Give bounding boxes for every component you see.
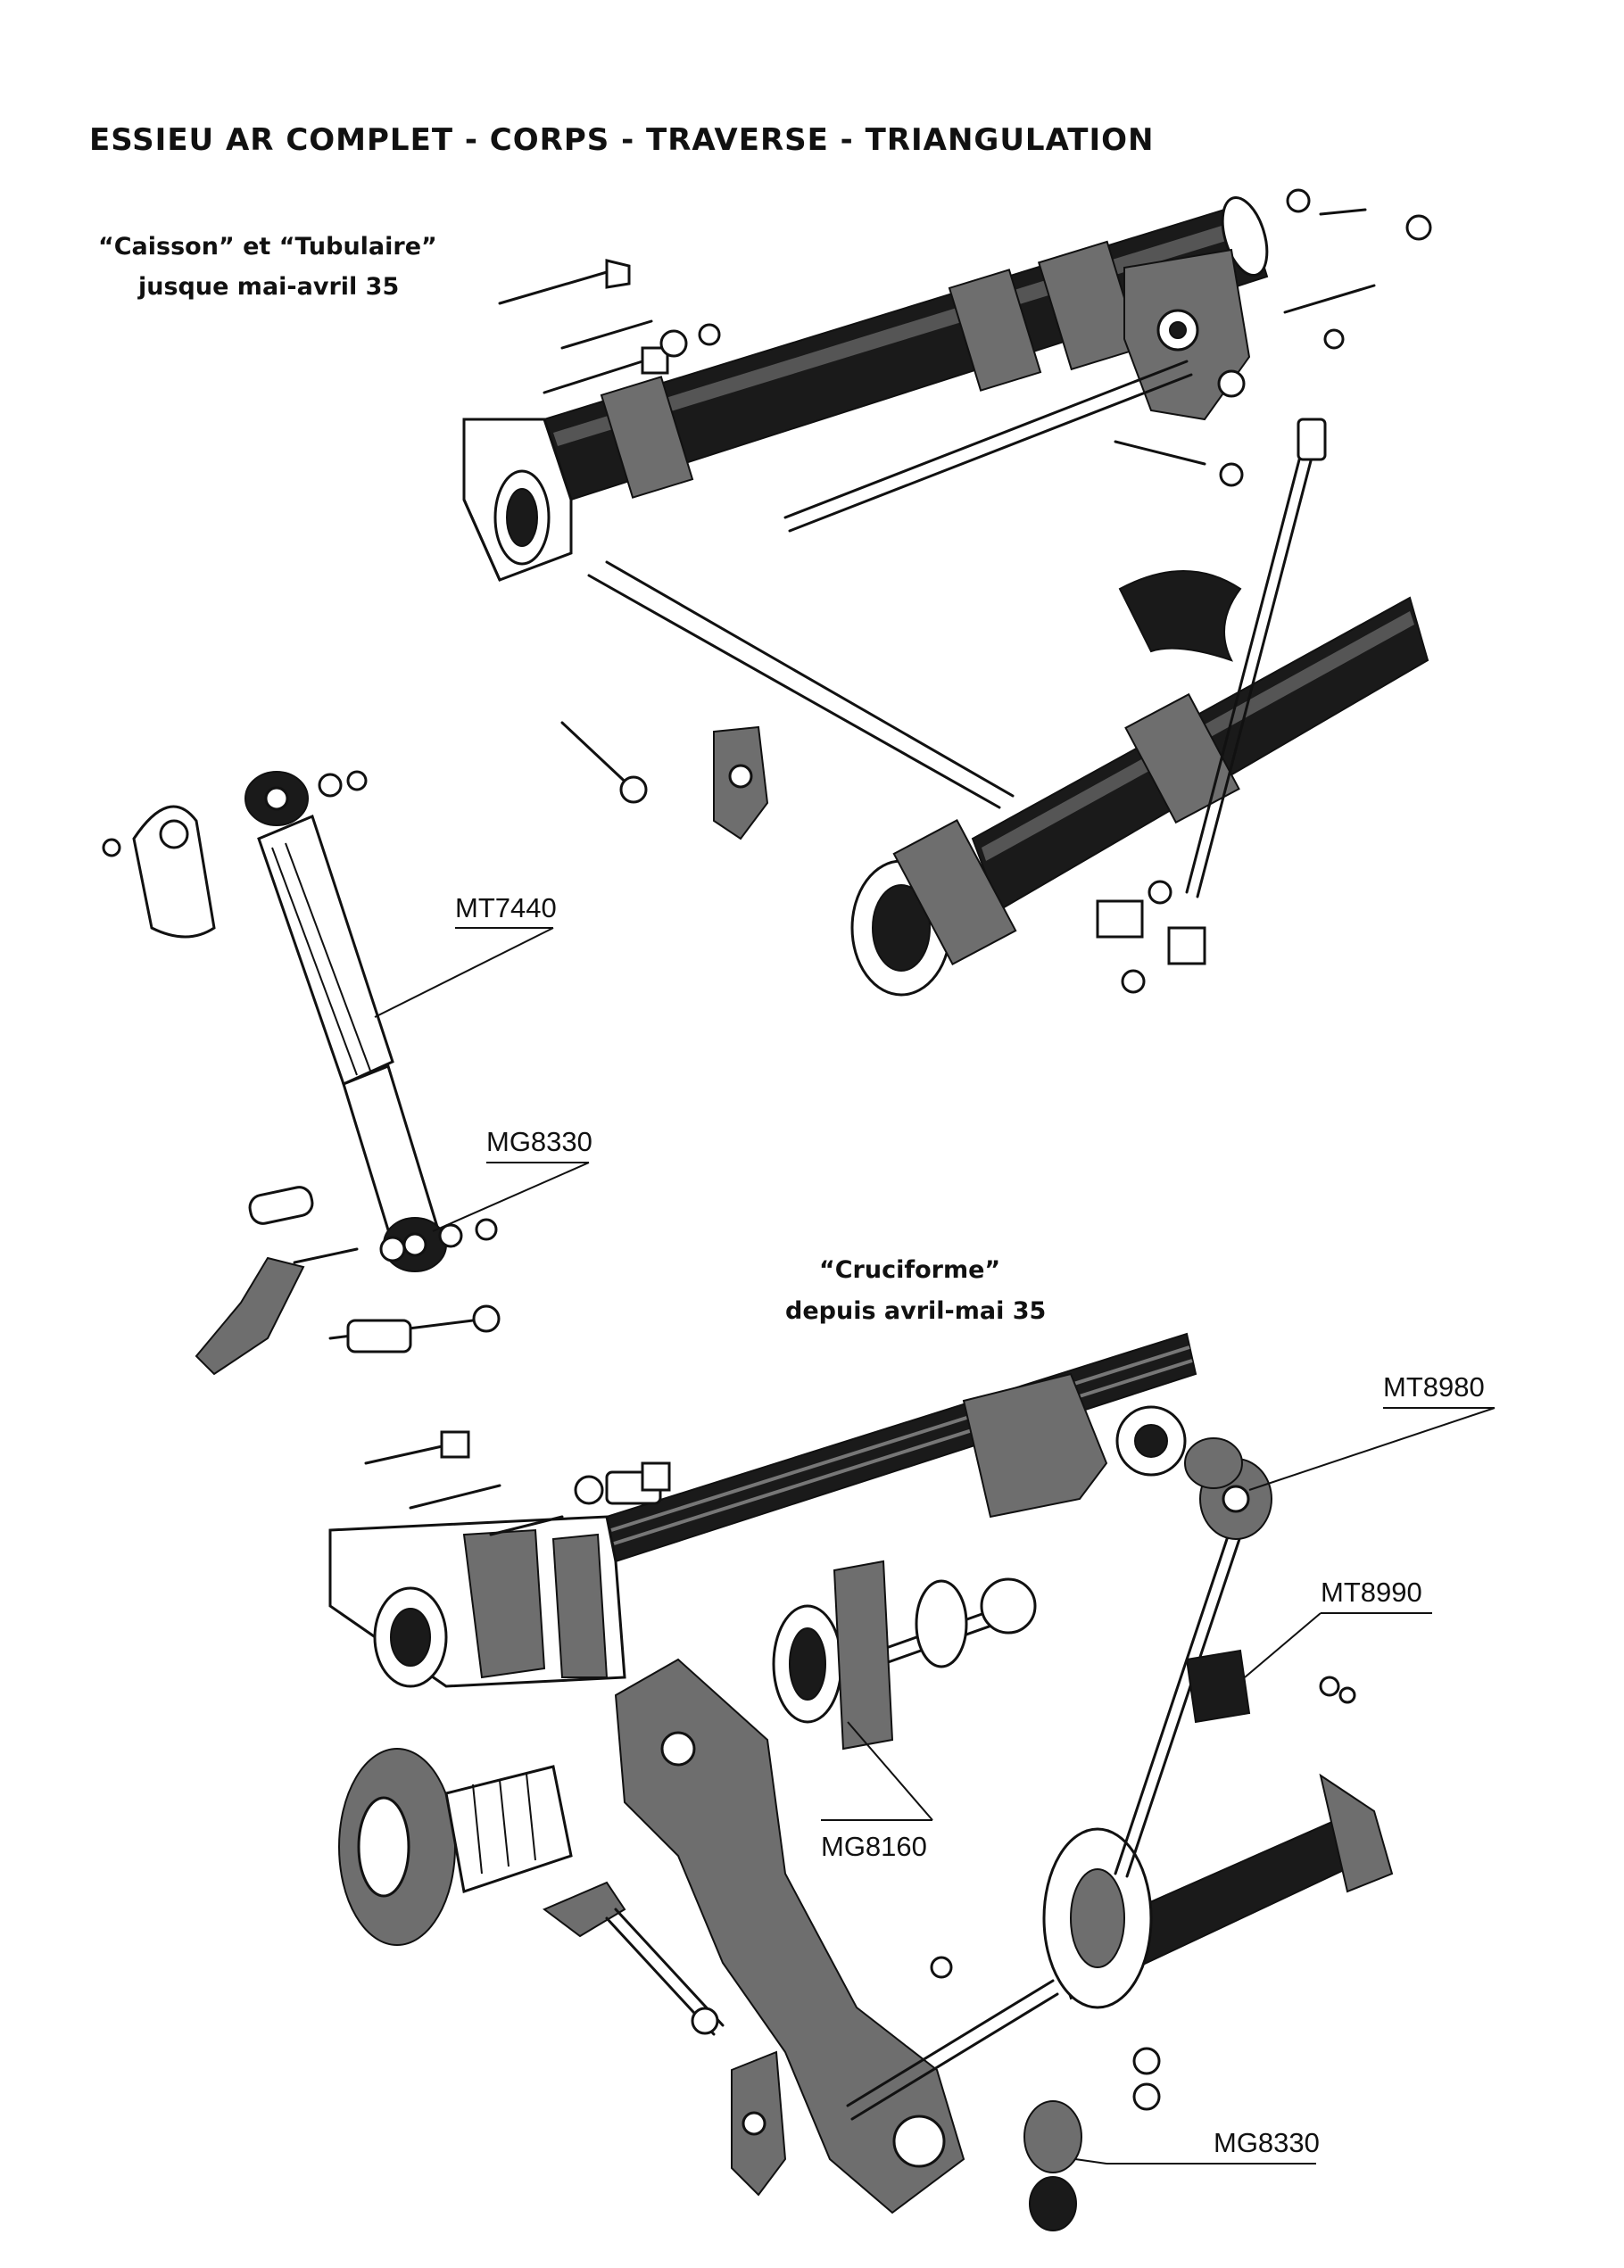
ref-mg8160: MG8160 <box>821 1721 933 1862</box>
bearing-assembly <box>772 1560 1037 1751</box>
ref-label-mt7440: MT7440 <box>455 892 557 923</box>
ref-mt7440: MT7440 <box>374 892 557 1018</box>
cruciform-plate <box>614 1658 965 2214</box>
caption-early-line2: jusque mai-avril 35 <box>137 273 399 301</box>
early-axle-assembly <box>462 188 1432 997</box>
shock-lower-arm <box>195 1256 305 1376</box>
caption-early-line1: “Caisson” et “Tubulaire” <box>98 233 437 261</box>
axle-housing-cruciform <box>605 1332 1197 1563</box>
ref-mg8330-top: MG8330 <box>432 1126 592 1232</box>
chassis-cross-member <box>328 1515 626 1688</box>
caption-late-line1: “Cruciforme” <box>819 1256 1000 1284</box>
bracket-small <box>1185 1649 1251 1724</box>
ref-mt8980: MT8980 <box>1248 1371 1496 1491</box>
bolts-top-group <box>498 188 1432 804</box>
ref-mt8990: MT8990 <box>1244 1577 1432 1678</box>
mudguard-fragment <box>1118 570 1242 662</box>
ref-label-mt8980: MT8980 <box>1383 1371 1485 1403</box>
late-axle-assembly <box>328 1332 1394 2231</box>
tie-rod-diagonal <box>587 574 1001 809</box>
ref-label-mt8990: MT8990 <box>1321 1577 1422 1608</box>
caption-late-line2: depuis avril-mai 35 <box>785 1297 1046 1325</box>
brake-flange-left <box>338 1748 573 1946</box>
ref-label-mg8330-bottom: MG8330 <box>1214 2127 1320 2158</box>
right-bracket-cluster <box>1123 248 1251 421</box>
lower-eye-bushing <box>1023 2100 1082 2173</box>
shock-mount-bracket <box>132 805 216 939</box>
tie-rod-upper <box>783 360 1189 519</box>
shock-absorber-assembly <box>102 770 501 1376</box>
small-parts-lower-right <box>1096 880 1206 994</box>
lever-arm <box>543 1881 626 1938</box>
torque-rod-upper <box>1185 444 1305 894</box>
axle-tube-cruciform-lower <box>846 1773 1394 2121</box>
torque-rod-lower <box>1114 1524 1233 1875</box>
axle-tube-upper <box>543 195 1269 501</box>
chassis-frame-end <box>462 418 573 582</box>
ref-label-mg8330-top: MG8330 <box>486 1126 592 1157</box>
ref-label-mg8160: MG8160 <box>821 1831 927 1862</box>
ref-mg8330-bottom: MG8330 <box>1074 2127 1320 2165</box>
axle-tube-lower <box>850 596 1429 997</box>
bolts-cruciform-top <box>364 1430 671 1536</box>
diagram-title: ESSIEU AR COMPLET - CORPS - TRAVERSE - T… <box>89 122 1154 158</box>
